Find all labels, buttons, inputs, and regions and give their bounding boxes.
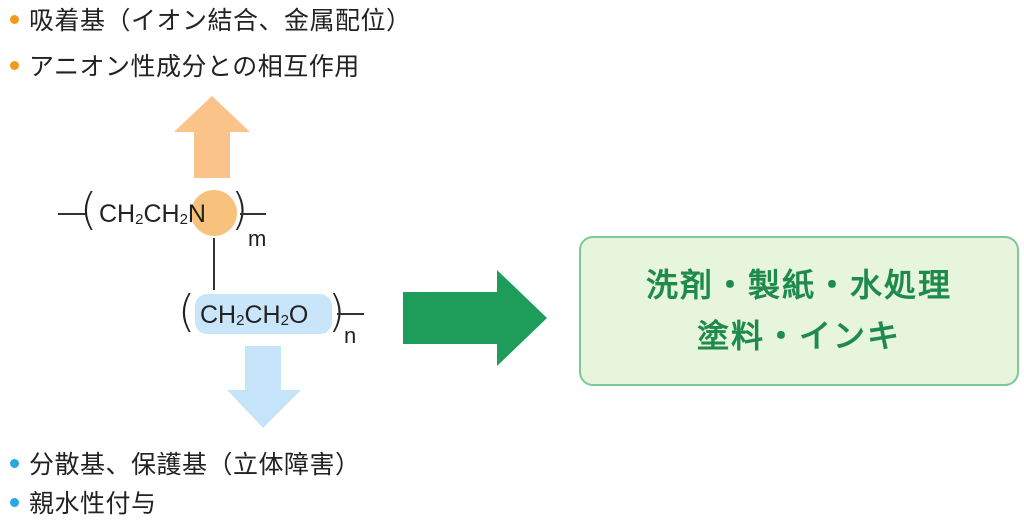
bullet-text: アニオン性成分との相互作用 (29, 52, 360, 81)
nitrogen-atom: N (187, 200, 206, 228)
list-item: 分散基、保護基（立体障害） (10, 446, 361, 480)
list-item: アニオン性成分との相互作用 (10, 48, 360, 82)
bullet-dot-icon (10, 458, 19, 468)
applications-line-1: 洗剤・製紙・水処理 (645, 265, 952, 304)
peg-highlight (195, 294, 332, 334)
close-paren: ) (231, 184, 249, 235)
bullet-text: 親水性付与 (29, 489, 157, 518)
open-paren: ( (178, 286, 196, 337)
bullet-text: 吸着基（イオン結合、金属配位） (29, 6, 412, 35)
close-paren: ) (328, 286, 346, 337)
nitrogen-highlight (191, 190, 237, 236)
up-arrow-icon (174, 96, 250, 178)
list-item: 親水性付与 (10, 485, 157, 519)
bullet-text: 分散基、保護基（立体障害） (29, 450, 361, 479)
repeat-index-m: m (248, 226, 267, 251)
open-paren: ( (80, 184, 98, 235)
applications-box: 洗剤・製紙・水処理 塗料・インキ (579, 236, 1019, 386)
bond-line-vertical (213, 238, 215, 290)
bullet-dot-icon (10, 497, 19, 507)
lower-formula: CH2CH2O (200, 301, 309, 329)
bond-line-left (58, 213, 86, 215)
right-arrow-icon (403, 270, 547, 366)
upper-formula: CH2CH2N (99, 200, 206, 228)
bullet-dot-icon (10, 60, 19, 70)
bullet-dot-icon (10, 14, 19, 24)
bond-line-right (337, 313, 364, 315)
bond-line-right (240, 213, 266, 215)
applications-line-2: 塗料・インキ (696, 317, 901, 355)
repeat-index-n: n (344, 323, 357, 348)
down-arrow-icon (227, 346, 301, 428)
list-item: 吸着基（イオン結合、金属配位） (10, 2, 412, 36)
